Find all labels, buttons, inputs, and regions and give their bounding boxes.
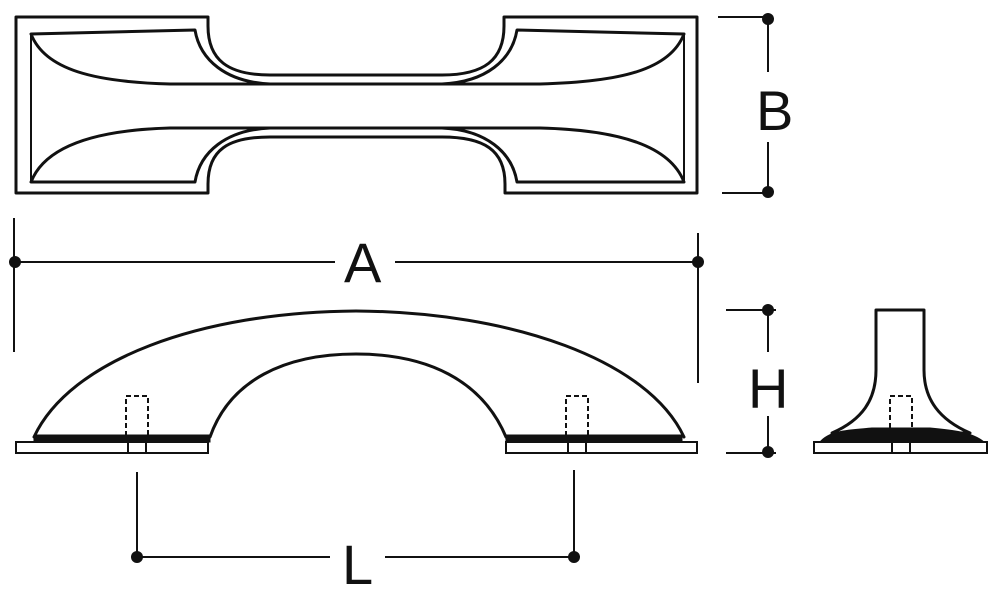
side-view-screw-hole-left: [125, 395, 149, 443]
dimension-l-dot-right: [568, 551, 580, 563]
side-view-handle-arch: [32, 309, 686, 439]
side-view: [15, 309, 698, 454]
dimension-l-dot-left: [131, 551, 143, 563]
side-view-base-left: [15, 441, 209, 454]
side-view-strip-right: [505, 434, 683, 443]
dimension-a: A: [9, 218, 704, 383]
end-view-screw-base: [891, 441, 911, 454]
dimension-b-dot-bottom: [762, 186, 774, 198]
side-view-screw-base-right: [567, 441, 587, 454]
dimension-h-dot-top: [762, 304, 774, 316]
dimension-l-label: L: [342, 533, 373, 594]
top-view-outline: [14, 15, 699, 195]
dimension-b-label: B: [756, 79, 793, 142]
dimension-h: H: [726, 304, 788, 458]
dimension-a-dot-right: [692, 256, 704, 268]
end-view-dark-base: [818, 427, 986, 443]
dimension-h-label: H: [748, 357, 788, 420]
side-view-screw-base-left: [127, 441, 147, 454]
dimension-b-dot-top: [762, 13, 774, 25]
side-view-strip-left: [33, 434, 211, 443]
dimension-a-dot-left: [9, 256, 21, 268]
end-view: [813, 308, 988, 454]
top-view: [14, 15, 699, 195]
dimension-l: L: [131, 470, 580, 594]
side-view-base-right: [505, 441, 698, 454]
end-view-base: [813, 441, 988, 454]
top-view-inner-lower: [29, 126, 686, 184]
side-view-screw-hole-right: [565, 395, 589, 443]
dimension-b: B: [718, 13, 793, 198]
end-view-screw-hole: [889, 395, 913, 443]
end-view-body: [830, 308, 972, 435]
top-view-inner-upper: [29, 28, 686, 86]
dimension-h-dot-bottom: [762, 446, 774, 458]
dimension-a-label: A: [344, 231, 382, 294]
